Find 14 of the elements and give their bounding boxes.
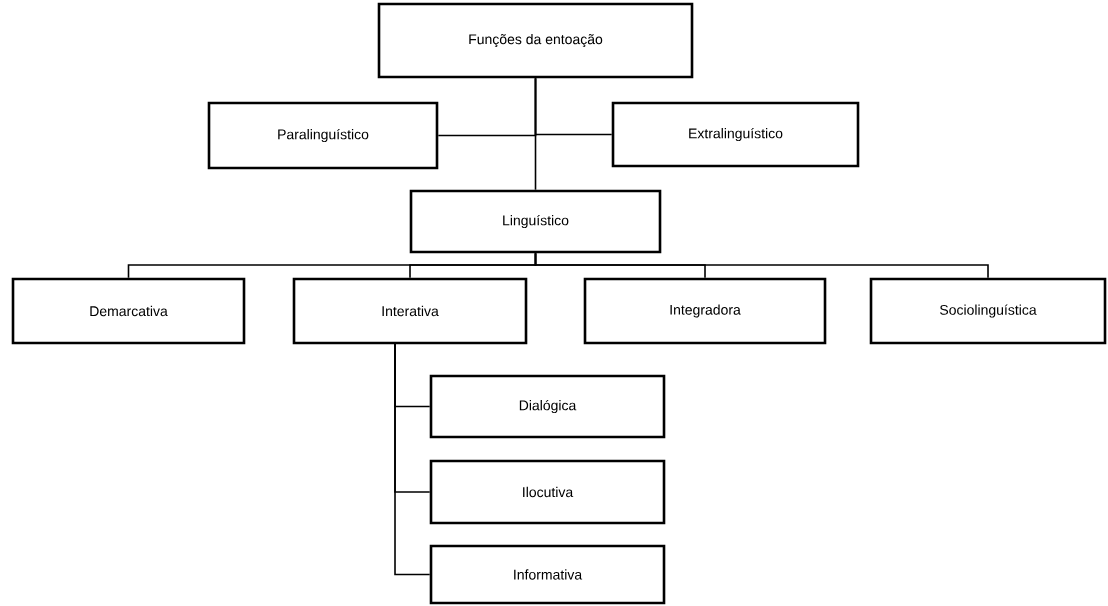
process-box: Demarcativa (11, 277, 246, 345)
connector-line (394, 342, 431, 576)
process-box: Integradora (583, 277, 827, 345)
process-box: Extralinguístico (611, 101, 860, 168)
process-box: Funções da entoação (377, 2, 694, 79)
process-box: Dialógica (429, 374, 666, 439)
process-box: Paralinguístico (207, 101, 439, 170)
connector-line (534, 252, 989, 279)
process-box: Sociolinguística (869, 277, 1107, 345)
connector-line (534, 77, 537, 191)
process-box: Interativa (292, 277, 528, 345)
process-box: Linguístico (409, 189, 662, 254)
process-box: Ilocutiva (429, 459, 666, 525)
process-box: Informativa (429, 544, 666, 605)
